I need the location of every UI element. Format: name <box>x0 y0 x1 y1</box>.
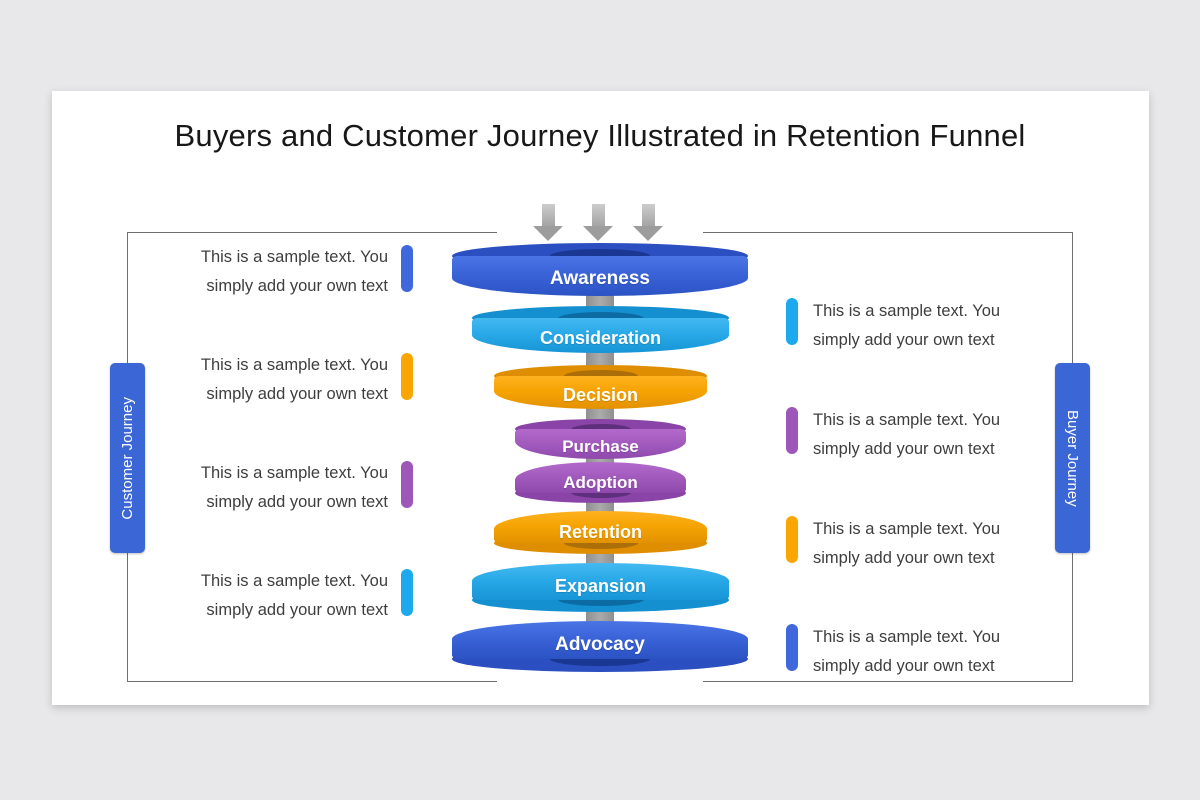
note-line: simply add your own text <box>813 549 995 567</box>
arrow-head <box>583 226 613 241</box>
note-line: This is a sample text. You <box>813 411 1001 429</box>
down-arrow-icon <box>583 204 613 241</box>
funnel-stage-consideration: Consideration <box>472 306 729 353</box>
disc-body: Advocacy <box>452 621 748 659</box>
funnel-stage-expansion: Expansion <box>472 563 729 612</box>
funnel-stage-decision: Decision <box>494 365 707 409</box>
funnel-stage-advocacy: Advocacy <box>452 621 748 672</box>
disc-body: Retention <box>494 511 707 543</box>
customer-journey-label: Customer Journey <box>119 396 136 520</box>
note-text-left-3: This is a sample text. You simply add yo… <box>158 459 388 517</box>
note-marker-cyan <box>786 298 798 345</box>
note-marker-purple <box>786 407 798 454</box>
note-marker-purple <box>401 461 413 508</box>
disc-body: Awareness <box>452 256 748 296</box>
note-marker-cyan <box>401 569 413 616</box>
note-line: This is a sample text. You <box>200 572 388 590</box>
note-text-right-3: This is a sample text. You simply add yo… <box>813 515 1023 573</box>
stage-label: Purchase <box>562 437 639 456</box>
note-text-right-4: This is a sample text. You simply add yo… <box>813 623 1023 681</box>
down-arrow-icon <box>533 204 563 241</box>
note-line: simply add your own text <box>206 601 388 619</box>
arrow-head <box>633 226 663 241</box>
note-text-left-2: This is a sample text. You simply add yo… <box>158 351 388 409</box>
note-line: simply add your own text <box>813 331 995 349</box>
disc-body: Expansion <box>472 563 729 600</box>
note-line: simply add your own text <box>813 440 995 458</box>
note-line: This is a sample text. You <box>200 464 388 482</box>
note-text-left-4: This is a sample text. You simply add yo… <box>158 567 388 625</box>
note-line: This is a sample text. You <box>813 302 1001 320</box>
note-marker-blue <box>786 624 798 671</box>
note-marker-orange <box>786 516 798 563</box>
note-marker-blue <box>401 245 413 292</box>
note-line: This is a sample text. You <box>200 248 388 266</box>
note-line: This is a sample text. You <box>200 356 388 374</box>
note-line: This is a sample text. You <box>813 628 1001 646</box>
stage-label: Adoption <box>563 472 638 492</box>
arrow-shaft <box>641 204 655 226</box>
note-text-left-1: This is a sample text. You simply add yo… <box>158 243 388 301</box>
note-line: simply add your own text <box>206 385 388 403</box>
note-line: simply add your own text <box>206 277 388 295</box>
customer-journey-rail: Customer Journey <box>110 363 145 553</box>
disc-body: Decision <box>494 376 707 409</box>
note-line: simply add your own text <box>813 657 995 675</box>
arrow-head <box>533 226 563 241</box>
down-arrow-icon <box>633 204 663 241</box>
stage-label: Awareness <box>550 268 650 289</box>
buyer-journey-rail: Buyer Journey <box>1055 363 1090 553</box>
stage-label: Retention <box>559 521 642 542</box>
funnel-stage-awareness: Awareness <box>452 243 748 296</box>
arrow-shaft <box>591 204 605 226</box>
stage-label: Advocacy <box>555 634 645 655</box>
funnel-stage-retention: Retention <box>494 511 707 554</box>
note-marker-orange <box>401 353 413 400</box>
disc-body: Adoption <box>515 462 686 493</box>
buyer-journey-label: Buyer Journey <box>1064 409 1081 507</box>
funnel-stage-purchase: Purchase <box>515 419 686 459</box>
note-text-right-1: This is a sample text. You simply add yo… <box>813 297 1023 355</box>
disc-body: Consideration <box>472 318 729 353</box>
stage-label: Consideration <box>539 328 661 348</box>
stage-label: Decision <box>562 385 639 405</box>
note-line: This is a sample text. You <box>813 520 1001 538</box>
slide-title: Buyers and Customer Journey Illustrated … <box>174 118 1026 153</box>
arrow-shaft <box>541 204 555 226</box>
disc-body: Purchase <box>515 429 686 459</box>
stage-label: Expansion <box>554 576 647 596</box>
funnel-stage-adoption: Adoption <box>515 462 686 503</box>
note-text-right-2: This is a sample text. You simply add yo… <box>813 406 1023 464</box>
note-line: simply add your own text <box>206 493 388 511</box>
